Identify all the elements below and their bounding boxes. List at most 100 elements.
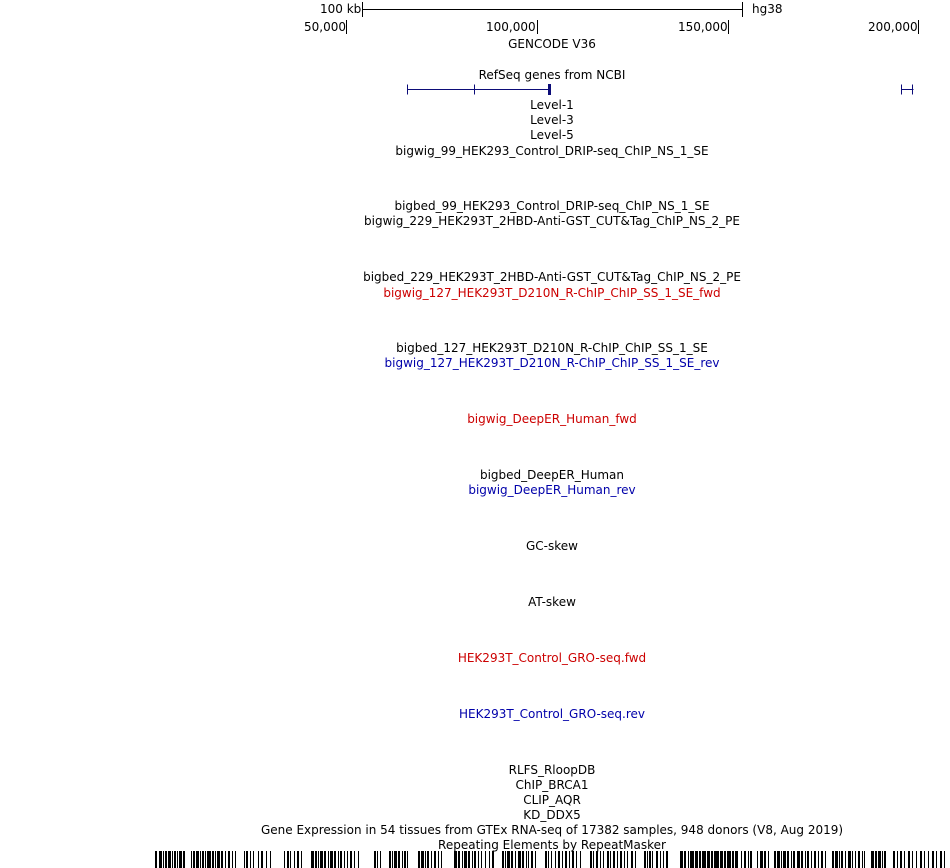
repeat-element-bar: [474, 851, 476, 868]
repeat-element-bar: [454, 851, 457, 868]
position-tick: [918, 20, 919, 34]
track-label-gro-fwd[interactable]: HEK293T_Control_GRO-seq.fwd: [457, 651, 647, 665]
track-label-kd-ddx5[interactable]: KD_DDX5: [523, 808, 581, 822]
track-label-at-skew[interactable]: AT-skew: [528, 595, 576, 609]
repeat-element-bar: [764, 851, 766, 868]
track-label-chip-brca1[interactable]: ChIP_BRCA1: [515, 778, 589, 792]
repeat-element-bar: [617, 851, 618, 868]
repeat-element-bar: [841, 851, 843, 868]
track-label-deeper-fwd[interactable]: bigwig_DeepER_Human_fwd: [467, 412, 637, 426]
repeat-element-bar: [294, 851, 295, 868]
repeat-element-bar: [787, 851, 789, 868]
repeat-element-bar: [427, 851, 429, 868]
repeat-element-bar: [807, 851, 809, 868]
track-label-deeper-rev[interactable]: bigwig_DeepER_Human_rev: [468, 483, 636, 497]
repeat-element-bar: [620, 851, 622, 868]
position-label: 200,000: [868, 20, 918, 34]
track-label-bb99[interactable]: bigbed_99_HEK293_Control_DRIP-seq_ChIP_N…: [394, 199, 710, 213]
repeat-element-bar: [324, 851, 326, 868]
repeat-element-bar: [377, 851, 378, 868]
repeat-element-bar: [340, 851, 342, 868]
repeat-element-bar: [200, 851, 201, 868]
track-label-deeper-bb[interactable]: bigbed_DeepER_Human: [479, 468, 624, 482]
repeat-element-bar: [354, 851, 355, 868]
repeat-element-bar: [462, 851, 463, 868]
repeat-element-bar: [425, 851, 426, 868]
repeat-element-bar: [858, 851, 860, 868]
repeat-element-bar: [714, 851, 719, 868]
track-label-bw99[interactable]: bigwig_99_HEK293_Control_DRIP-seq_ChIP_N…: [395, 144, 709, 158]
track-label-refseq[interactable]: RefSeq genes from NCBI: [478, 68, 626, 82]
repeat-element-bar: [610, 851, 611, 868]
repeat-element-bar: [481, 851, 482, 868]
track-label-level3[interactable]: Level-3: [530, 113, 574, 127]
track-label-clip-aqr[interactable]: CLIP_AQR: [523, 793, 581, 807]
track-label-gro-rev[interactable]: HEK293T_Control_GRO-seq.rev: [458, 707, 646, 721]
repeat-element-bar: [215, 851, 216, 868]
repeat-element-bar: [394, 851, 397, 868]
repeat-element-bar: [878, 851, 881, 868]
repeat-element-bar: [732, 851, 734, 868]
track-label-gencode[interactable]: GENCODE V36: [508, 37, 596, 51]
repeat-element-bar: [434, 851, 436, 868]
position-label: 150,000: [678, 20, 728, 34]
track-label-repeatmasker[interactable]: Repeating Elements by RepeatMasker: [438, 838, 666, 852]
track-label-bw127-fwd[interactable]: bigwig_127_HEK293T_D210N_R-ChIP_ChIP_SS_…: [383, 286, 721, 300]
repeat-element-bar: [290, 851, 291, 868]
track-label-bb127[interactable]: bigbed_127_HEK293T_D210N_R-ChIP_ChIP_SS_…: [396, 341, 708, 355]
repeat-element-bar: [380, 851, 381, 868]
repeat-element-bar: [502, 851, 504, 868]
repeat-element-bar: [246, 851, 248, 868]
repeat-element-bar: [735, 851, 738, 868]
repeat-element-bar: [565, 851, 567, 868]
repeat-element-bar: [920, 851, 922, 868]
repeat-element-bar: [515, 851, 516, 868]
track-label-level1[interactable]: Level-1: [530, 98, 574, 112]
repeat-element-bar: [839, 851, 840, 868]
repeat-element-bar: [320, 851, 323, 868]
track-label-bw127-rev[interactable]: bigwig_127_HEK293T_D210N_R-ChIP_ChIP_SS_…: [384, 356, 720, 370]
repeat-element-bar: [635, 851, 636, 868]
repeat-element-bar: [825, 851, 826, 868]
repeat-element-bar: [438, 851, 439, 868]
repeat-element-bar: [526, 851, 527, 868]
repeat-element-bar: [852, 851, 853, 868]
repeat-element-bar: [212, 851, 214, 868]
repeat-element-bar: [472, 851, 473, 868]
repeat-element-bar: [656, 851, 658, 868]
track-label-level5[interactable]: Level-5: [530, 128, 574, 142]
repeat-element-bar: [458, 851, 460, 868]
repeat-element-bar: [940, 851, 942, 868]
repeat-element-bar: [603, 851, 604, 868]
track-label-gc-skew[interactable]: GC-skew: [526, 539, 578, 553]
position-tick: [346, 20, 347, 34]
repeat-element-bar: [572, 851, 574, 868]
repeat-element-bar: [258, 851, 259, 868]
repeat-element-bar: [492, 851, 494, 868]
track-label-bw229[interactable]: bigwig_229_HEK293T_2HBD-Anti-GST_CUT&Tag…: [364, 214, 740, 228]
repeat-element-bar: [814, 851, 816, 868]
repeat-element-bar: [684, 851, 686, 868]
track-label-gtex[interactable]: Gene Expression in 54 tissues from GTEx …: [260, 823, 844, 837]
repeat-element-bar: [793, 851, 795, 868]
repeat-element-bar: [485, 851, 486, 868]
repeat-element-bar: [924, 851, 925, 868]
repeat-element-bar: [418, 851, 420, 868]
repeat-element-bar: [196, 851, 199, 868]
scale-tick-left: [362, 2, 363, 17]
repeat-element-bar: [207, 851, 211, 868]
track-label-rlfs[interactable]: RLFS_RloopDB: [508, 763, 596, 777]
repeat-element-bar: [228, 851, 230, 868]
repeat-element-bar: [801, 851, 803, 868]
repeat-element-bar: [168, 851, 171, 868]
repeat-element-bar: [912, 851, 913, 868]
repeat-element-bar: [522, 851, 524, 868]
gene-exon: [548, 84, 551, 95]
repeat-element-bar: [647, 851, 648, 868]
track-label-bb229[interactable]: bigbed_229_HEK293T_2HBD-Anti-GST_CUT&Tag…: [363, 270, 741, 284]
repeat-element-bar: [191, 851, 192, 868]
repeat-element-bar: [652, 851, 653, 868]
repeat-element-bar: [666, 851, 668, 868]
